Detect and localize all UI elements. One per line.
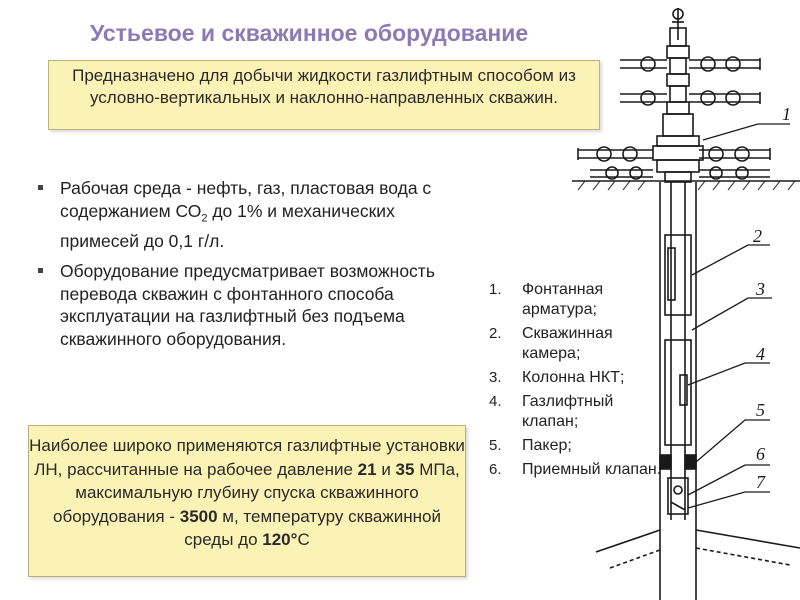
callout-2: 2: [753, 226, 762, 246]
legend-item: 1. Фонтанная арматура;: [489, 280, 664, 320]
gas-lift-mandrel-lower: [664, 339, 692, 446]
info-text: и: [376, 459, 396, 479]
ground-hatch: [577, 180, 796, 191]
packer-right: [684, 454, 697, 470]
callout-6: 6: [756, 444, 765, 464]
info-text: С: [297, 530, 310, 549]
callout-3: 3: [755, 279, 765, 299]
formation-line-right: [695, 529, 800, 549]
info-text: м, температуру скважинной среды до: [184, 506, 441, 550]
legend-item: 3. Колонна НКТ;: [489, 368, 664, 388]
legend-label: Скважинная камера;: [522, 325, 613, 362]
gas-lift-valve-upper: [667, 247, 676, 301]
legend-item: 4. Газлифтный клапан;: [489, 392, 664, 432]
bullet-item: Рабочая среда - нефть, газ, пластовая во…: [38, 177, 468, 252]
intro-box: Предназначено для добычи жидкости газлиф…: [48, 60, 600, 130]
legend-label: Газлифтный клапан;: [522, 393, 614, 430]
info-box: Наиболее широко применяются газлифтные у…: [28, 425, 466, 577]
legend-number: 4.: [489, 393, 502, 410]
legend-label: Приемный клапан.: [522, 461, 662, 478]
callout-1: 1: [782, 104, 791, 124]
legend-number: 3.: [489, 369, 502, 386]
legend-number: 2.: [489, 325, 502, 342]
info-value-temperature: 120°: [262, 530, 298, 549]
bullet-item: Оборудование предусматривает возможность…: [38, 260, 468, 350]
callout-5: 5: [756, 400, 765, 420]
bullet-text: Оборудование предусматривает возможность…: [60, 261, 435, 349]
legend-number: 5.: [489, 437, 502, 454]
legend-label: Колонна НКТ;: [522, 369, 625, 386]
bullet-marker: [38, 268, 43, 273]
info-value-pressure-2: 35: [395, 459, 415, 479]
info-text: МПа, максимальную глубину спуска скважин…: [53, 459, 460, 526]
legend-label: Фонтанная арматура;: [522, 281, 604, 318]
legend-label: Пакер;: [522, 437, 572, 454]
bullet-text: Рабочая среда - нефть, газ, пластовая во…: [60, 178, 432, 221]
callout-4: 4: [756, 344, 765, 364]
packer-left: [659, 454, 672, 470]
gas-lift-mandrel-upper: [664, 234, 692, 316]
bullet-marker: [38, 185, 43, 190]
bullet-list: Рабочая среда - нефть, газ, пластовая во…: [38, 177, 468, 358]
bullet-subscript: 2: [201, 212, 208, 224]
legend-item: 5. Пакер;: [489, 436, 664, 456]
intro-text: Предназначено для добычи жидкости газлиф…: [72, 66, 576, 107]
legend-item: 6. Приемный клапан.: [489, 460, 664, 480]
legend-list: 1. Фонтанная арматура; 2. Скважинная камер…: [489, 280, 664, 484]
wellhead-assembly: [577, 8, 771, 183]
receiving-valve: [667, 477, 689, 515]
info-text: Наиболее широко применяются газлифтные у…: [29, 436, 465, 479]
formation-line-left: [595, 529, 661, 553]
tubing-string: [670, 182, 686, 520]
bullet-text-end: до 1% и механических примесей до 0,1 г/л…: [60, 200, 395, 251]
callout-leaders: [687, 123, 790, 509]
legend-number: 6.: [489, 461, 502, 478]
valve-ball: [673, 485, 683, 495]
legend-item: 2. Скважинная камера;: [489, 324, 664, 364]
legend-number: 1.: [489, 281, 502, 298]
gas-lift-valve-lower: [679, 374, 688, 406]
page-title: Устьевое и скважинное оборудование: [90, 20, 529, 46]
info-value-pressure-1: 21: [357, 459, 377, 479]
info-value-depth: 3500: [179, 506, 218, 526]
callout-7: 7: [756, 472, 766, 492]
